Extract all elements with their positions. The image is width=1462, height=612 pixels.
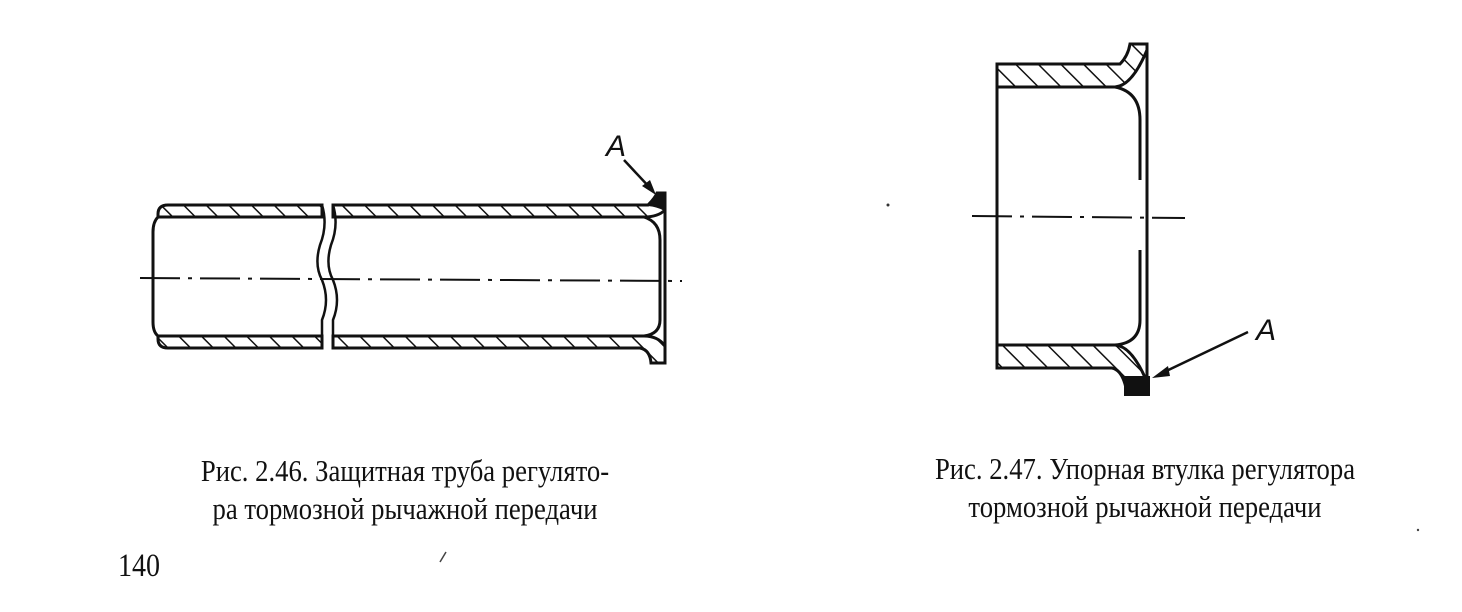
tube-top-wall-left <box>156 203 324 219</box>
figure-2-47-callout-label: А <box>1254 314 1276 347</box>
sleeve-bore-bottom-flare <box>1114 250 1142 347</box>
sleeve-top-wall <box>995 42 1149 89</box>
figure-2-46-drawing: А <box>139 130 683 365</box>
figure-2-47-callout-arrow <box>1159 330 1249 376</box>
figure-2-47-caption-line-1: Рис. 2.47. Упорная втулка регулятора <box>934 451 1356 486</box>
figure-2-46-caption-line-1: Рис. 2.46. Защитная труба регулято- <box>200 453 610 488</box>
tube-break-line-left <box>316 204 328 348</box>
figure-2-47-caption-line-2: тормозной рычажной передачи <box>968 489 1322 524</box>
scan-noise <box>439 203 1420 563</box>
figure-2-46-caption: Рис. 2.46. Защитная труба регулято- ра т… <box>138 452 671 528</box>
figure-2-46-callout-label: А <box>604 130 626 163</box>
figure-2-47-drawing: А <box>971 42 1276 396</box>
tube-bottom-wall-left <box>156 334 324 350</box>
tube-left-end <box>151 215 160 338</box>
tube-top-wall-right <box>331 191 667 219</box>
figure-2-46-caption-line-2: ра тормозной рычажной передачи <box>212 491 598 526</box>
tube-bottom-wall-right <box>331 334 667 365</box>
sleeve-weld-bottom <box>1124 376 1150 396</box>
figure-2-47-caption: Рис. 2.47. Упорная втулка регулятора тор… <box>866 450 1425 526</box>
sleeve-center-line <box>971 215 1186 219</box>
page-number: 140 <box>118 548 161 584</box>
figure-2-47-arrowhead-icon <box>1152 366 1170 378</box>
figure-2-46-arrowhead-icon <box>642 180 656 195</box>
tube-bore-right-end <box>643 215 662 338</box>
sleeve-bore-top-flare <box>1114 85 1142 180</box>
tube-center-line <box>139 277 683 282</box>
tube-break-line-right <box>327 204 339 348</box>
